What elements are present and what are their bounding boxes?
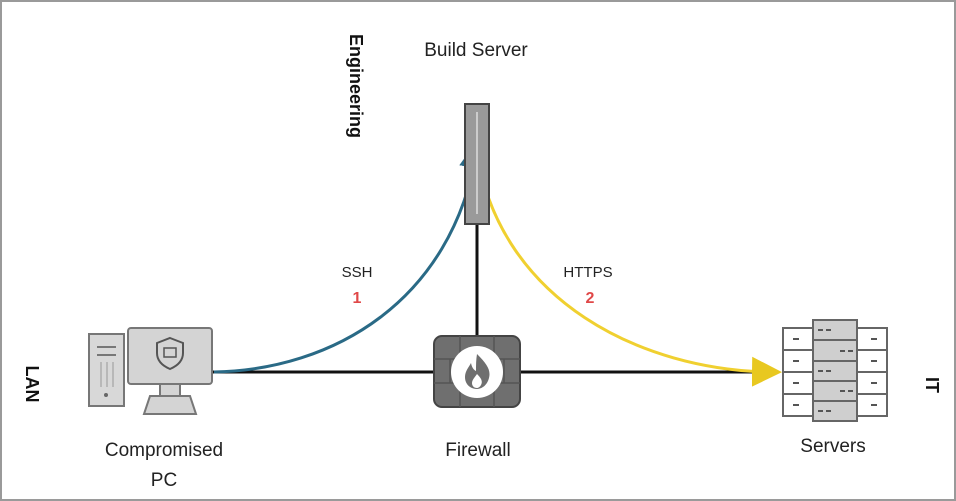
it-zone-label: IT bbox=[922, 377, 942, 393]
lan-zone-label: LAN bbox=[22, 366, 42, 403]
build-server-label: Build Server bbox=[424, 40, 528, 61]
https-label: HTTPS bbox=[563, 264, 612, 281]
https-path bbox=[475, 153, 782, 387]
servers-label: Servers bbox=[800, 436, 865, 457]
engineering-zone-label: Engineering bbox=[346, 34, 366, 138]
step-1-label: 1 bbox=[353, 290, 362, 307]
step-2-label: 2 bbox=[586, 290, 595, 307]
firewall-label: Firewall bbox=[445, 440, 510, 461]
firewall-icon bbox=[433, 335, 521, 408]
ssh-path bbox=[213, 138, 489, 374]
servers-icon bbox=[782, 319, 888, 422]
build-server-icon bbox=[464, 103, 490, 225]
compromised-pc-label-line2: PC bbox=[151, 470, 177, 491]
compromised-pc-label-line1: Compromised bbox=[105, 440, 223, 461]
ssh-label: SSH bbox=[342, 264, 373, 281]
compromised-pc-icon bbox=[88, 327, 213, 415]
